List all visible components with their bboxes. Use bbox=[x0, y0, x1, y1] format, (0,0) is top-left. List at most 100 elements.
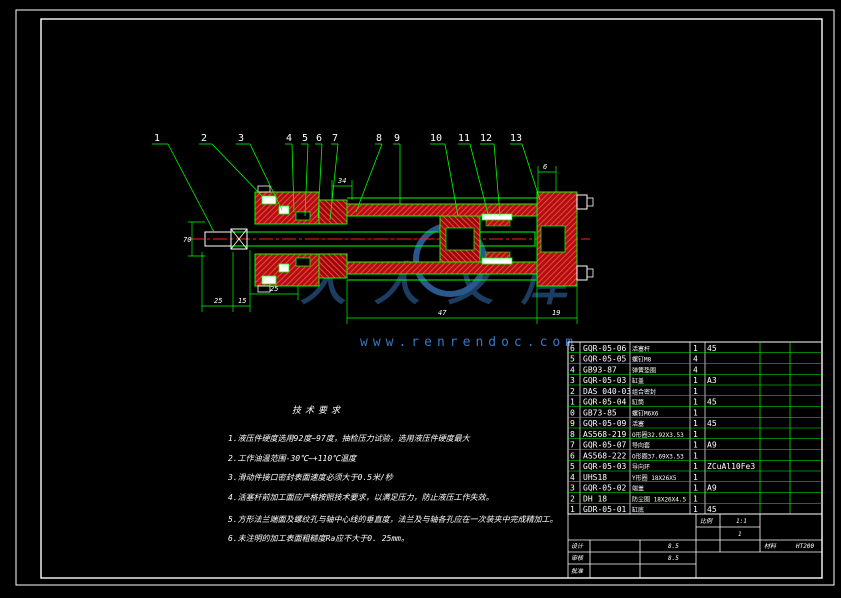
part-label-3: 3 bbox=[238, 133, 244, 144]
parts-cell-no: 6 bbox=[570, 451, 575, 460]
parts-cell-no: 7 bbox=[570, 441, 575, 450]
parts-cell-no: 2 bbox=[570, 494, 575, 503]
parts-cell-name: 导向套 bbox=[632, 442, 650, 450]
parts-cell-name: 缸盖 bbox=[632, 377, 644, 385]
parts-cell-code: GQR-05-03 bbox=[583, 462, 627, 471]
tech-title: 技术要求 bbox=[292, 405, 344, 416]
dim-34: 34 bbox=[337, 177, 346, 185]
watermark-url: www.renrendoc.com bbox=[360, 335, 578, 350]
parts-cell-no: 4 bbox=[570, 365, 575, 374]
parts-cell-code: DH 18 bbox=[583, 494, 607, 503]
dimension-lines bbox=[188, 166, 578, 324]
part-label-4: 4 bbox=[286, 133, 292, 144]
label-material: 材料 bbox=[764, 542, 777, 550]
parts-cell-code: GQR-05-03 bbox=[583, 376, 627, 385]
parts-cell-code: AS568-219 bbox=[583, 430, 627, 439]
part-label-1: 1 bbox=[154, 133, 160, 144]
parts-cell-material: 45 bbox=[707, 398, 717, 407]
parts-cell-no: 1 bbox=[570, 505, 575, 514]
part-label-11: 11 bbox=[458, 133, 470, 144]
parts-cell-qty: 1 bbox=[693, 451, 698, 460]
parts-cell-no: 3 bbox=[570, 484, 575, 493]
parts-cell-no: 9 bbox=[570, 419, 575, 428]
parts-cell-qty: 1 bbox=[693, 376, 698, 385]
parts-cell-name: Y形圈 18X26X5 bbox=[632, 474, 677, 482]
parts-cell-code: GQR-05-05 bbox=[583, 355, 627, 364]
tech-item-5: 5.方形法兰端面及螺纹孔与轴中心线的垂直度，法兰及与轴各孔应在一次装夹中完成精加… bbox=[228, 515, 558, 524]
dimension-values: 34 6 70 25 15 25 47 19 bbox=[183, 163, 560, 317]
parts-cell-qty: 4 bbox=[693, 365, 698, 374]
parts-cell-no: 3 bbox=[570, 376, 575, 385]
tech-item-4: 4.活塞杆前加工面应严格按照技术要求，以满足压力，防止液压工作失效。 bbox=[228, 493, 494, 502]
tech-requirements: 技术要求 1.液压件硬度选用92度~97度，抽检压力试验，选用液压件硬度最大 2… bbox=[227, 405, 558, 543]
dim-47: 47 bbox=[438, 309, 447, 317]
parts-cell-no: 1 bbox=[570, 398, 575, 407]
parts-cell-code: GQR-05-09 bbox=[583, 419, 627, 428]
parts-cell-name: 防尘圈 18X26X4.5 bbox=[632, 495, 687, 503]
parts-cell-code: DAS 040-03 bbox=[583, 387, 631, 396]
label-approver: 批准 bbox=[571, 567, 584, 575]
dim-25b: 25 bbox=[270, 285, 278, 293]
parts-cell-material: A3 bbox=[707, 376, 717, 385]
parts-cell-qty: 1 bbox=[693, 408, 698, 417]
parts-cell-name: 活塞 bbox=[632, 420, 644, 428]
parts-cell-name: 活塞杆 bbox=[632, 345, 650, 353]
parts-cell-qty: 4 bbox=[693, 355, 698, 364]
parts-cell-no: 2 bbox=[570, 387, 575, 396]
piston-seal-bottom bbox=[481, 257, 513, 265]
parts-cell-name: 缸底 bbox=[632, 506, 644, 514]
parts-cell-code: UHS18 bbox=[583, 473, 607, 482]
dim-6: 6 bbox=[543, 163, 547, 171]
label-scale: 比例 bbox=[700, 517, 713, 525]
rod-end-nut bbox=[230, 228, 248, 250]
parts-cell-qty: 1 bbox=[693, 473, 698, 482]
part-label-8: 8 bbox=[376, 133, 382, 144]
parts-cell-name: 弹簧垫圈 bbox=[632, 366, 656, 374]
part-number-labels: 1 2 3 4 5 6 7 8 9 10 11 12 13 bbox=[154, 133, 522, 144]
parts-cell-code: GQR-05-04 bbox=[583, 398, 627, 407]
part-label-12: 12 bbox=[480, 133, 492, 144]
parts-cell-code: GQR-05-06 bbox=[583, 344, 627, 353]
tech-item-2: 2.工作油温范围-30℃~+110℃温度 bbox=[228, 454, 358, 463]
value-sheet: 1 bbox=[738, 531, 742, 538]
part-label-2: 2 bbox=[201, 133, 207, 144]
parts-cell-material: A9 bbox=[707, 484, 717, 493]
dim-15: 15 bbox=[238, 297, 246, 305]
value-date2: 8.5 bbox=[668, 555, 679, 562]
flange-top bbox=[318, 199, 348, 225]
part-label-6: 6 bbox=[316, 133, 322, 144]
parts-cell-no: 5 bbox=[570, 355, 575, 364]
parts-cell-name: 导向环 bbox=[632, 463, 650, 471]
parts-cell-name: O形圈32.92X3.53 bbox=[632, 431, 684, 439]
label-checker: 审核 bbox=[571, 554, 584, 562]
tech-item-3: 3.滑动件接口密封表面速度必须大于0.5米/秒 bbox=[227, 473, 394, 482]
flange-bottom bbox=[318, 253, 348, 279]
part-label-7: 7 bbox=[332, 133, 338, 144]
parts-cell-qty: 1 bbox=[693, 344, 698, 353]
parts-cell-name: 螺钉M6X6 bbox=[632, 409, 659, 417]
parts-cell-material: 45 bbox=[707, 419, 717, 428]
part-label-10: 10 bbox=[430, 133, 442, 144]
parts-cell-material: 45 bbox=[707, 344, 717, 353]
parts-cell-qty: 1 bbox=[693, 387, 698, 396]
parts-cell-qty: 1 bbox=[693, 430, 698, 439]
parts-cell-no: 4 bbox=[570, 473, 575, 482]
parts-cell-qty: 1 bbox=[693, 419, 698, 428]
part-label-5: 5 bbox=[302, 133, 308, 144]
parts-cell-material: A9 bbox=[707, 441, 717, 450]
parts-cell-qty: 1 bbox=[693, 494, 698, 503]
outer-frame bbox=[15, 9, 835, 586]
parts-cell-qty: 1 bbox=[693, 462, 698, 471]
parts-cell-code: GB73-85 bbox=[583, 408, 617, 417]
title-block bbox=[567, 513, 823, 579]
value-scale: 1:1 bbox=[736, 518, 747, 525]
parts-cell-no: 6 bbox=[570, 344, 575, 353]
value-material: HT200 bbox=[795, 543, 814, 550]
part-balloons bbox=[152, 143, 541, 233]
dim-70: 70 bbox=[183, 236, 191, 244]
inner-frame bbox=[40, 18, 823, 579]
parts-cell-material: ZCuAl10Fe3 bbox=[707, 462, 755, 471]
parts-cell-no: 0 bbox=[570, 408, 575, 417]
